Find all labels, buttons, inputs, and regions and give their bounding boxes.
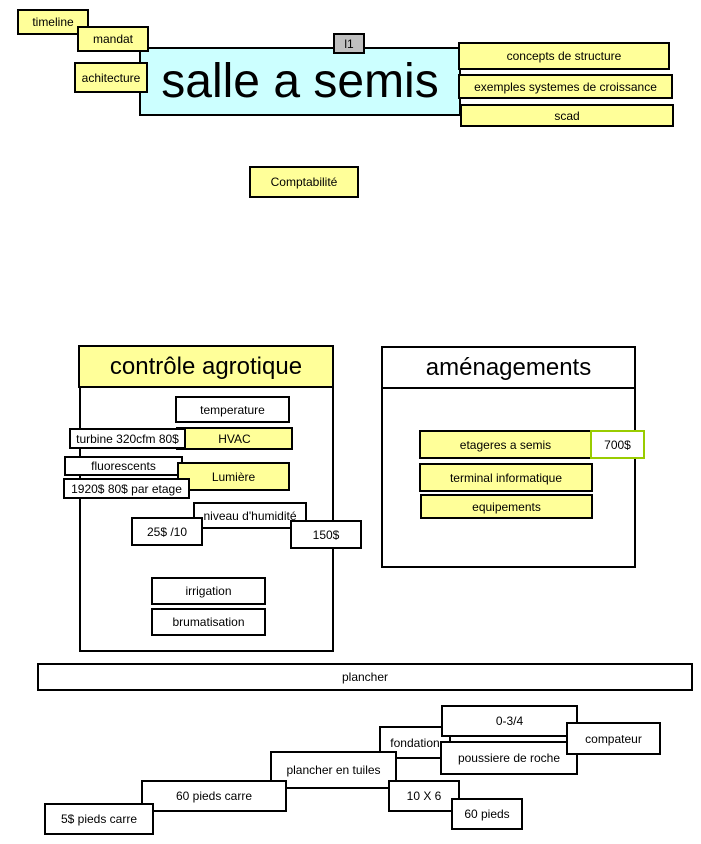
node-10x6[interactable]: 10 X 6: [388, 780, 460, 812]
node-60-pieds-carre[interactable]: 60 pieds carre: [141, 780, 287, 812]
node-mandat[interactable]: mandat: [77, 26, 149, 52]
amenagements-title[interactable]: aménagements: [381, 346, 636, 389]
node-5-pieds-carre[interactable]: 5$ pieds carre: [44, 803, 154, 835]
controle-frame: [79, 346, 334, 652]
node-timeline[interactable]: timeline: [17, 9, 89, 35]
node-lumiere[interactable]: Lumière: [177, 462, 290, 491]
plancher-bar[interactable]: plancher: [37, 663, 693, 691]
node-brumatisation[interactable]: brumatisation: [151, 608, 266, 636]
node-fondation[interactable]: fondation: [379, 726, 451, 759]
node-exemples-systemes[interactable]: exemples systemes de croissance: [458, 74, 673, 99]
node-700[interactable]: 700$: [590, 430, 645, 459]
node-1920-etage[interactable]: 1920$ 80$ par etage: [63, 478, 190, 499]
node-scad[interactable]: scad: [460, 104, 674, 127]
node-25-per-10[interactable]: 25$ /10: [131, 517, 203, 546]
node-irrigation[interactable]: irrigation: [151, 577, 266, 605]
node-turbine[interactable]: turbine 320cfm 80$: [69, 428, 186, 449]
node-humidite[interactable]: niveau d'humidité: [193, 502, 307, 529]
node-concepts-structure[interactable]: concepts de structure: [458, 42, 670, 70]
node-architecture[interactable]: achitecture: [74, 62, 148, 93]
node-fluorescents[interactable]: fluorescents: [64, 456, 183, 476]
node-compateur[interactable]: compateur: [566, 722, 661, 755]
node-terminal[interactable]: terminal informatique: [419, 463, 593, 492]
node-etageres[interactable]: etageres a semis: [419, 430, 592, 459]
node-150[interactable]: 150$: [290, 520, 362, 549]
tag-l1[interactable]: l1: [333, 33, 365, 54]
node-comptabilite[interactable]: Comptabilité: [249, 166, 359, 198]
node-temperature[interactable]: temperature: [175, 396, 290, 423]
node-plancher-tuiles[interactable]: plancher en tuiles: [270, 751, 397, 789]
controle-title[interactable]: contrôle agrotique: [78, 345, 334, 388]
node-equipements[interactable]: equipements: [420, 494, 593, 519]
node-poussiere[interactable]: poussiere de roche: [440, 741, 578, 775]
main-title: salle a semis: [139, 47, 461, 116]
node-60-pieds[interactable]: 60 pieds: [451, 798, 523, 830]
node-range[interactable]: 0-3/4: [441, 705, 578, 737]
node-hvac[interactable]: HVAC: [176, 427, 293, 450]
